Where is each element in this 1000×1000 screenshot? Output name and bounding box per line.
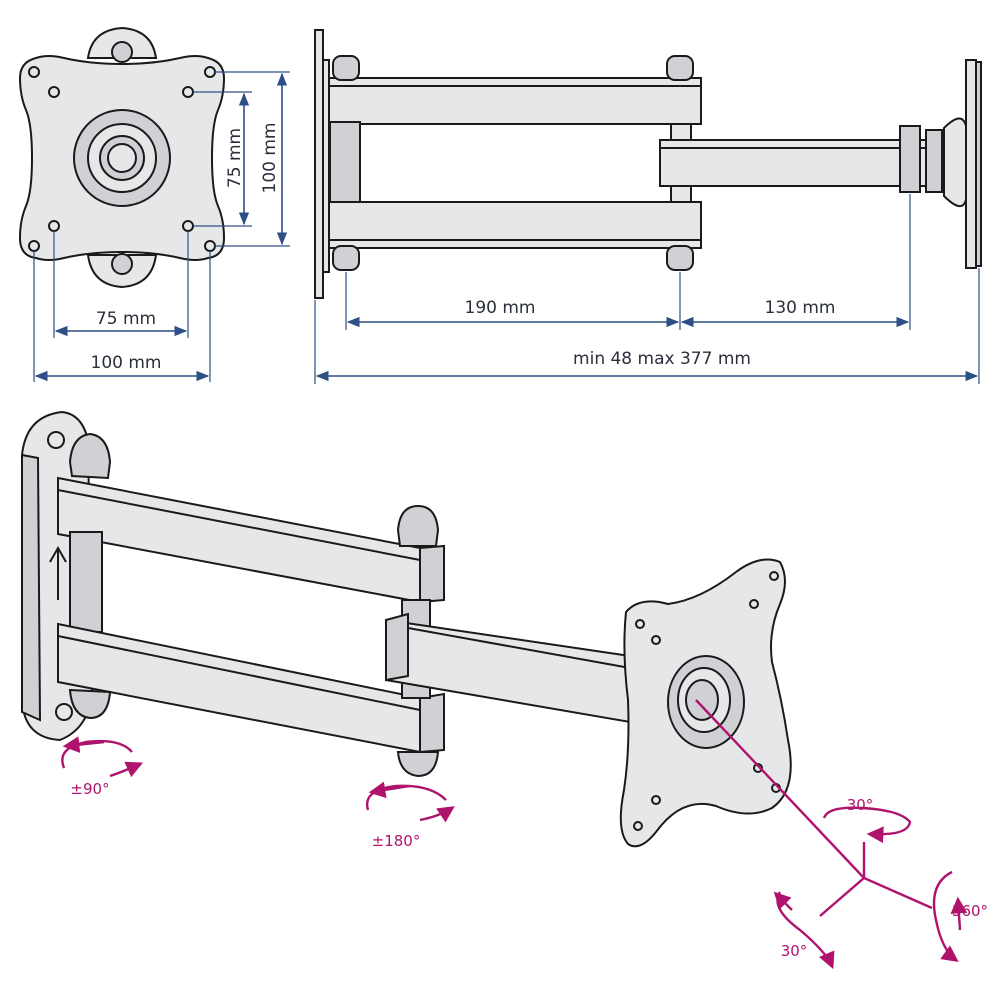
- mount-perspective-view: [21, 410, 792, 848]
- rotation-swivel-label: 30°: [781, 942, 808, 960]
- dim-extension-range: min 48 max 377 mm: [573, 349, 751, 369]
- vesa-plate-front-view: [18, 26, 226, 289]
- dim-75mm-horizontal: 75 mm: [96, 309, 156, 329]
- dim-190mm: 190 mm: [465, 298, 536, 318]
- dim-75mm-vertical: 75 mm: [225, 128, 245, 188]
- front-view-dimensions: [33, 71, 290, 382]
- rotation-indicators: [61, 699, 968, 970]
- dim-100mm-horizontal: 100 mm: [91, 353, 162, 373]
- rotation-tilt-label: 30°: [847, 796, 874, 814]
- dim-100mm-vertical: 100 mm: [260, 123, 280, 194]
- rotation-middle-pivot-label: ±180°: [372, 832, 421, 850]
- rotation-360-label: 360°: [952, 902, 988, 920]
- rotation-wall-pivot-label: ±90°: [70, 780, 109, 798]
- dim-130mm: 130 mm: [765, 298, 836, 318]
- top-view-dimensions: [314, 194, 980, 384]
- arm-top-view: [314, 29, 982, 299]
